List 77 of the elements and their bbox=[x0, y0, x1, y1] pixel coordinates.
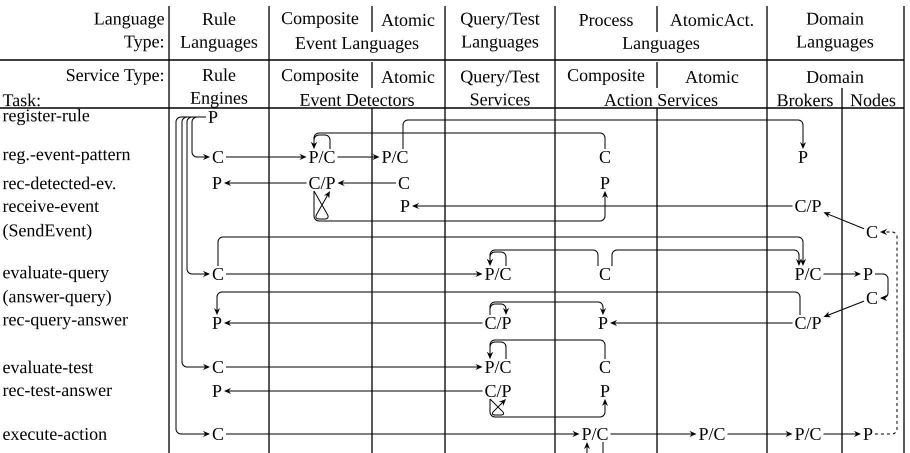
arrow bbox=[402, 120, 806, 150]
role-label: P/C bbox=[485, 360, 510, 373]
role-label: C bbox=[600, 268, 610, 280]
role-label: C bbox=[866, 226, 877, 238]
role-label: P bbox=[208, 111, 218, 123]
column-header: Nodes bbox=[850, 94, 896, 106]
task-label: evaluate-query bbox=[3, 266, 109, 282]
role-label: C bbox=[212, 150, 223, 164]
column-header: Domain Languages bbox=[796, 12, 874, 52]
role-label: P/C bbox=[485, 268, 510, 280]
task-label: rec-detected-ev. bbox=[2, 176, 116, 190]
role-label: P bbox=[864, 268, 872, 280]
column-header: Rule Languages bbox=[180, 12, 258, 52]
role-label: P bbox=[600, 385, 610, 397]
arrow bbox=[314, 190, 330, 220]
column-header: AtomicAct. bbox=[670, 14, 753, 26]
column-header: Brokers bbox=[777, 94, 833, 106]
role-label: P/C bbox=[795, 268, 820, 280]
column-header: Task: bbox=[2, 94, 40, 106]
column-header: Event Detectors bbox=[300, 94, 414, 106]
task-label: evaluate-test bbox=[3, 360, 94, 374]
role-label: C bbox=[212, 360, 223, 373]
column-header: Atomic bbox=[381, 70, 434, 84]
role-label: C bbox=[212, 428, 223, 440]
role-label: P/C bbox=[582, 428, 608, 440]
column-header: Service Type: bbox=[66, 69, 164, 85]
column-header: Atomic bbox=[381, 14, 434, 26]
column-header: Domain bbox=[806, 70, 864, 84]
task-label: (answer-query) bbox=[3, 290, 111, 306]
role-label: C/P bbox=[309, 176, 335, 190]
role-label: P/C bbox=[699, 428, 724, 440]
task-label: rec-test-answer bbox=[2, 386, 112, 396]
role-label: P bbox=[212, 385, 222, 397]
column-header: Composite bbox=[282, 69, 358, 85]
arrow bbox=[218, 236, 806, 266]
role-label: P bbox=[798, 151, 808, 163]
line bbox=[602, 442, 604, 453]
column-header: Composite bbox=[282, 12, 358, 28]
task-label: reg.-event-pattern bbox=[2, 150, 130, 164]
role-label: C/P bbox=[795, 200, 821, 212]
arrow bbox=[874, 274, 888, 302]
column-header: Language Type: bbox=[94, 12, 164, 52]
column-header: Process bbox=[579, 14, 633, 26]
task-label: receive-event bbox=[2, 200, 99, 212]
column-header: Atomic bbox=[685, 70, 738, 84]
role-label: C bbox=[600, 150, 610, 164]
role-label: P bbox=[864, 428, 872, 440]
arrow bbox=[490, 398, 506, 416]
column-header: Action Services bbox=[604, 94, 718, 106]
role-label: P/C bbox=[309, 150, 334, 164]
role-label: C/P bbox=[795, 316, 821, 330]
role-label: C bbox=[212, 268, 223, 280]
task-label: rec-query-answer bbox=[2, 316, 128, 330]
column-header: Query/Test Services bbox=[461, 70, 540, 106]
arrow bbox=[490, 304, 510, 316]
role-label: P bbox=[212, 177, 222, 189]
role-label: C/P bbox=[485, 384, 511, 397]
role-label: P bbox=[400, 200, 410, 212]
column-header: Composite bbox=[568, 69, 644, 85]
role-label: C bbox=[866, 292, 877, 304]
role-label: C bbox=[398, 176, 409, 190]
column-header: Rule Engines bbox=[190, 68, 248, 108]
column-header: Event Languages bbox=[296, 37, 418, 53]
role-label: C/P bbox=[485, 316, 511, 330]
column-header: Query/Test Languages bbox=[461, 12, 540, 52]
column-header: Languages bbox=[622, 37, 700, 53]
task-label: register-rule bbox=[2, 108, 90, 126]
arrow bbox=[612, 250, 802, 266]
role-label: P/C bbox=[382, 150, 408, 164]
role-label: P/C bbox=[795, 428, 820, 440]
arrow bbox=[490, 302, 606, 316]
role-label: P bbox=[212, 317, 222, 329]
task-label: execute-action bbox=[3, 428, 107, 440]
task-label: (SendEvent) bbox=[3, 224, 92, 240]
role-label: C bbox=[600, 360, 610, 373]
role-label: P bbox=[600, 177, 610, 189]
role-label: P bbox=[598, 317, 608, 329]
